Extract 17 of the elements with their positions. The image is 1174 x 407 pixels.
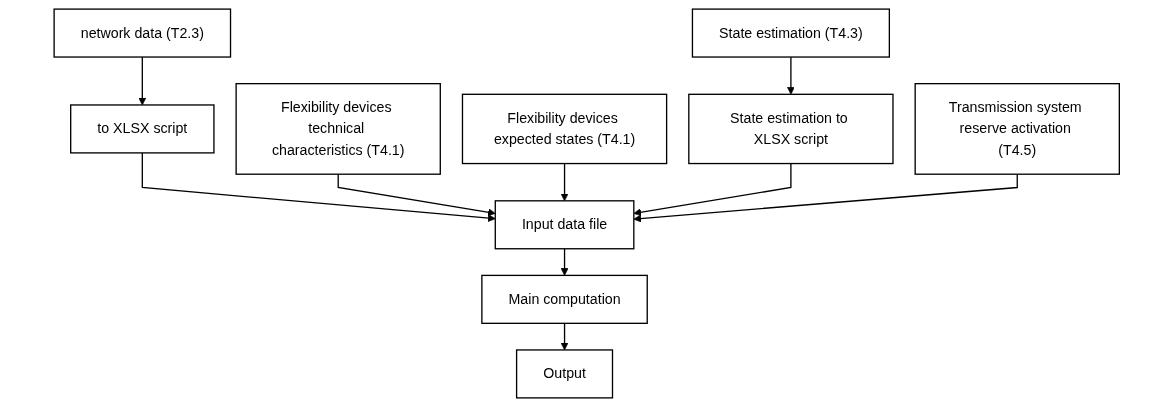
node-box: State estimation to XLSX script [688, 93, 894, 165]
node-box: Flexibility devices expected states (T4.1) [462, 93, 668, 165]
node-box: State estimation (T4.3) [692, 8, 891, 58]
node-box: Transmission system reserve activation (T4.5) [914, 83, 1121, 175]
node-box: Input data file [494, 200, 635, 250]
node-box: Flexibility devices technical characteristics (T4.1) [235, 83, 442, 175]
arrow [560, 248, 569, 276]
node-box: network data (T2.3) [53, 8, 232, 58]
arrow [141, 152, 496, 222]
arrow [337, 173, 496, 217]
arrow [560, 162, 569, 202]
arrow [560, 322, 569, 351]
node-box: to XLSX script [70, 104, 215, 154]
node-box: Main computation [481, 274, 649, 324]
node-box: Output [516, 349, 614, 399]
arrow [138, 56, 147, 106]
arrow [787, 56, 796, 95]
